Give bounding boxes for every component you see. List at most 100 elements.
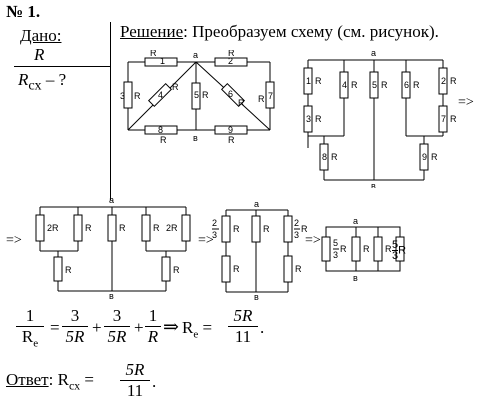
s4-label-d: R <box>301 224 308 234</box>
label-r5: R <box>202 90 209 100</box>
eq-t3-den: R <box>145 326 161 347</box>
eq-term1: 3 5R <box>62 306 88 347</box>
answer-label: Ответ <box>6 370 49 389</box>
node-b-4: в <box>254 292 259 300</box>
s3-resistor-d <box>107 214 117 242</box>
s4-label-c: R <box>263 224 270 234</box>
u-num-2: 2 <box>441 76 446 86</box>
label-r7: R <box>258 94 265 104</box>
eq-lhs-sub: e <box>33 337 39 350</box>
s3-label-c: R <box>65 265 72 275</box>
s3-label-b: R <box>85 223 92 233</box>
eq-t1-den: 5R <box>62 326 88 347</box>
circuit-step3: a в 2R R R R R 2R R <box>35 195 191 300</box>
resistor-7 <box>265 81 275 109</box>
label-r6: R <box>238 98 245 108</box>
u-num-6: 6 <box>404 80 409 90</box>
s3-resistor-e <box>141 214 151 242</box>
u-r-3: R <box>315 114 322 124</box>
eq-lhs-num: 1 <box>25 306 35 325</box>
find-r: R <box>18 70 29 89</box>
circuit-step4: a в 2 3 R R R 2 3 R R <box>212 200 308 300</box>
arrow-4: => <box>305 233 321 248</box>
s5-frac-a-den: 3 <box>333 250 338 260</box>
u-resistor-4 <box>339 71 349 99</box>
u-resistor-5 <box>369 71 379 99</box>
s5-label-c: R <box>385 244 392 254</box>
solution-text: : Преобразуем схему (см. рисунок). <box>183 22 439 41</box>
node-a-3: a <box>109 195 114 205</box>
s4-label-e: R <box>295 264 302 274</box>
num-6: 6 <box>228 89 233 99</box>
num-1: 1 <box>160 56 165 66</box>
s5-resistor-c <box>373 236 383 262</box>
eq-t2-den: 5R <box>104 326 130 347</box>
eq-result: 5R 11 <box>228 306 258 347</box>
answer-equals: = <box>84 370 94 389</box>
u-r-2: R <box>450 76 457 86</box>
answer-r: R <box>57 370 69 389</box>
s3-label-f: 2R <box>166 223 178 233</box>
s5-resistor-b <box>351 236 361 262</box>
label-r8: R <box>160 135 167 145</box>
u-resistor-8 <box>319 143 329 171</box>
node-b-2: в <box>371 181 376 188</box>
find-sub: сх <box>28 77 42 94</box>
solution-heading: Решение: Преобразуем схему (см. рисунок)… <box>120 22 439 42</box>
s4-resistor-e <box>283 255 293 283</box>
given-label: Дано: <box>20 26 62 45</box>
find-line: Rсх – ? <box>18 70 66 94</box>
answer-line: Ответ: Rсх = <box>6 370 94 393</box>
node-a-4: a <box>254 200 259 209</box>
s3-resistor-b <box>73 214 83 242</box>
eq-lhs-den: R <box>21 327 34 346</box>
u-r-5: R <box>381 80 388 90</box>
problem-number: № 1. <box>6 2 41 21</box>
s5-outer-num: 5 <box>392 239 399 251</box>
u-r-1: R <box>315 76 322 86</box>
s5-resistor-a <box>321 236 331 262</box>
arrow-3: => <box>198 233 214 248</box>
u-resistor-7 <box>438 105 448 133</box>
s4-frac-d-den: 3 <box>294 230 299 240</box>
eq-term3: 1 R <box>145 306 161 347</box>
node-b-5: в <box>353 273 358 283</box>
eq-lhs-den-wrap: Re <box>16 326 44 349</box>
s4-label-b: R <box>233 264 240 274</box>
s5-outer-den: 3 <box>392 250 399 262</box>
vertical-divider <box>110 22 111 200</box>
resistor-4 <box>147 82 173 108</box>
s3-resistor-c <box>53 256 63 282</box>
answer-period: . <box>152 372 157 391</box>
s4-frac-a-num: 2 <box>212 218 217 228</box>
eq-re-sub: e <box>193 328 199 341</box>
label-r4: R <box>172 82 179 92</box>
find-rest: – ? <box>41 70 67 89</box>
num-2: 2 <box>228 56 233 66</box>
eq-plus-2: + <box>134 318 144 337</box>
s5-outer-label: 5 3 R <box>392 239 406 262</box>
answer-sub: сх <box>68 378 81 393</box>
node-b-1: в <box>193 133 198 143</box>
u-resistor-3 <box>303 105 313 133</box>
eq-term2: 3 5R <box>104 306 130 347</box>
answer-num: 5R <box>125 360 145 379</box>
arrow-2: => <box>6 233 22 248</box>
eq-implies: ⇒ <box>163 317 179 338</box>
num-4: 4 <box>158 90 163 100</box>
eq-re: Re = <box>182 318 212 340</box>
resistor-3 <box>123 81 133 109</box>
solution-label: Решение <box>120 22 184 41</box>
given-value: R <box>34 45 45 64</box>
u-r-6: R <box>413 80 420 90</box>
s4-resistor-c <box>251 215 261 243</box>
u-num-8: 8 <box>322 152 327 162</box>
answer-den: 11 <box>120 380 150 401</box>
eq-re-equals: = <box>202 318 213 337</box>
eq-t3-num: 1 <box>148 306 158 325</box>
num-3: 3 <box>120 91 125 101</box>
circuit-step5: a в 5 3 R R R <box>321 216 405 283</box>
node-a-5: a <box>353 216 358 226</box>
u-resistor-9 <box>419 143 429 171</box>
u-num-1: 1 <box>306 76 311 86</box>
